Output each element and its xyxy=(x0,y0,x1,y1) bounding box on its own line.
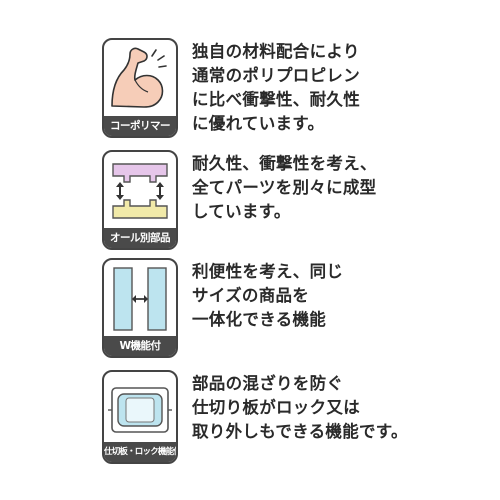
description-line: サイズの商品を xyxy=(192,286,310,305)
feature-icon-box: オール別部品 xyxy=(102,150,178,250)
description-line: 一体化できる機能 xyxy=(192,310,327,329)
feature-icon-label: オール別部品 xyxy=(104,228,176,248)
feature-icon-label: 仕切板・ロック機能付 xyxy=(104,442,176,462)
description-line: 取り外しもできる機能です。 xyxy=(192,422,408,441)
double-arrow-icon xyxy=(132,295,148,303)
description-line: 全てパーツを別々に成型 xyxy=(192,178,377,197)
feature-icon-label: W機能付 xyxy=(104,336,176,356)
feature-icon-label: コーポリマー xyxy=(104,116,176,136)
description-line: 部品の混ざりを防ぐ xyxy=(192,374,344,393)
description-line: しています。 xyxy=(192,202,291,221)
feature-description: 部品の混ざりを防ぐ 仕切り板がロック又は 取り外しもできる機能です。 xyxy=(192,372,492,444)
feature-icon-box: 仕切板・ロック機能付 xyxy=(102,370,178,464)
flexed-arm-icon xyxy=(111,47,167,108)
description-line: 利便性を考え、同じ xyxy=(192,262,344,281)
description-line: 耐久性、衝撃性を考え、 xyxy=(192,154,377,173)
up-down-arrow-icon xyxy=(116,182,124,200)
up-down-arrow-icon xyxy=(156,182,164,200)
description-line: に比べ衝撃性、耐久性 xyxy=(192,90,360,109)
feature-description: 利便性を考え、同じ サイズの商品を 一体化できる機能 xyxy=(192,260,492,332)
description-line: 独自の材料配合により xyxy=(192,42,360,61)
feature-description: 耐久性、衝撃性を考え、 全てパーツを別々に成型 しています。 xyxy=(192,152,492,224)
divider-lock-icon xyxy=(108,387,172,433)
separate-parts-icon xyxy=(112,163,168,219)
feature-icon-box: コーポリマー xyxy=(102,38,178,138)
description-line: に優れています。 xyxy=(192,114,325,133)
feature-icon-box: W機能付 xyxy=(102,258,178,358)
description-line: 通常のポリプロピレン xyxy=(192,66,360,85)
feature-description: 独自の材料配合により 通常のポリプロピレン に比べ衝撃性、耐久性 に優れています… xyxy=(192,40,492,136)
w-function-icon xyxy=(113,267,167,331)
description-line: 仕切り板がロック又は xyxy=(192,398,360,417)
